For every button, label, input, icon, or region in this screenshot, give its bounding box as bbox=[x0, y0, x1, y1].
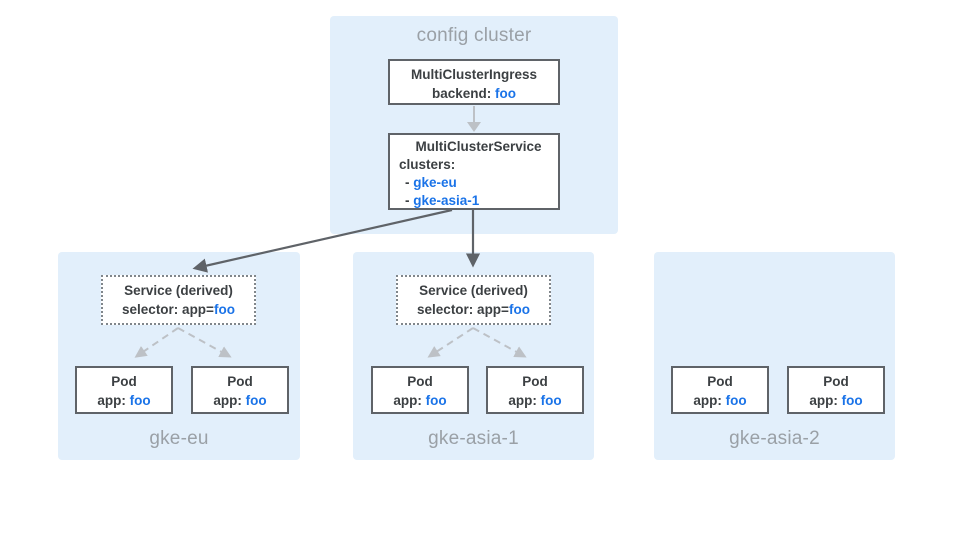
derived-service-selector: selector: app=foo bbox=[417, 302, 530, 317]
gke-eu-pod-2: Pod app: foo bbox=[191, 366, 289, 414]
multiclusteringress-backend-line: backend: foo bbox=[431, 86, 517, 101]
gke-asia-1-cluster-region: gke-asia-1 Service (derived) selector: a… bbox=[353, 252, 594, 460]
pod-app-line: app: foo bbox=[508, 393, 562, 408]
config-cluster-label: config cluster bbox=[416, 25, 532, 46]
multiclusteringress-title: MultiClusterIngress bbox=[410, 67, 538, 82]
pod-app-line: app: foo bbox=[809, 393, 863, 408]
derived-service-title: Service (derived) bbox=[124, 283, 233, 298]
gke-eu-pod-1: Pod app: foo bbox=[75, 366, 173, 414]
multiclusterservice-title: MultiClusterService bbox=[415, 139, 542, 154]
pod-app-value: foo bbox=[425, 393, 447, 408]
backend-value: foo bbox=[495, 86, 517, 101]
selector-value: foo bbox=[213, 302, 235, 317]
pod-app-value: foo bbox=[540, 393, 562, 408]
pod-title: Pod bbox=[707, 374, 733, 389]
gke-asia-1-pod-2: Pod app: foo bbox=[486, 366, 584, 414]
gke-asia-2-pod-1: Pod app: foo bbox=[671, 366, 769, 414]
multiclusteringress-box: MultiClusterIngress backend: foo bbox=[388, 59, 560, 105]
pod-app-line: app: foo bbox=[393, 393, 447, 408]
pod-app-line: app: foo bbox=[97, 393, 151, 408]
gke-eu-derived-service-box: Service (derived) selector: app=foo bbox=[101, 275, 256, 325]
cluster-name-gke-asia-1: gke-asia-1 bbox=[413, 193, 480, 208]
gke-asia-2-cluster-region: gke-asia-2 Pod app: foo Pod app: foo bbox=[654, 252, 895, 460]
gke-asia-2-pod-2: Pod app: foo bbox=[787, 366, 885, 414]
derived-service-selector: selector: app=foo bbox=[122, 302, 235, 317]
cluster-list-item: - gke-asia-1 bbox=[405, 193, 480, 208]
gke-eu-cluster-label: gke-eu bbox=[149, 428, 209, 449]
multiclusterservice-box: MultiClusterService clusters: - gke-eu -… bbox=[388, 133, 560, 210]
gke-asia-1-derived-service-box: Service (derived) selector: app=foo bbox=[396, 275, 551, 325]
gke-asia-1-cluster-label: gke-asia-1 bbox=[428, 428, 519, 449]
pod-title: Pod bbox=[823, 374, 849, 389]
pod-title: Pod bbox=[522, 374, 548, 389]
pod-title: Pod bbox=[227, 374, 253, 389]
clusters-label: clusters: bbox=[399, 157, 456, 172]
cluster-name-gke-eu: gke-eu bbox=[413, 175, 457, 190]
derived-service-title: Service (derived) bbox=[419, 283, 528, 298]
pod-app-value: foo bbox=[841, 393, 863, 408]
pod-app-line: app: foo bbox=[693, 393, 747, 408]
gke-eu-cluster-region: gke-eu Service (derived) selector: app=f… bbox=[58, 252, 300, 460]
pod-title: Pod bbox=[407, 374, 433, 389]
pod-app-value: foo bbox=[725, 393, 747, 408]
pod-app-value: foo bbox=[245, 393, 267, 408]
gke-asia-2-cluster-label: gke-asia-2 bbox=[729, 428, 820, 449]
pod-app-value: foo bbox=[129, 393, 151, 408]
selector-value: foo bbox=[508, 302, 530, 317]
pod-title: Pod bbox=[111, 374, 137, 389]
cluster-list-item: - gke-eu bbox=[405, 175, 457, 190]
pod-app-line: app: foo bbox=[213, 393, 267, 408]
gke-asia-1-pod-1: Pod app: foo bbox=[371, 366, 469, 414]
